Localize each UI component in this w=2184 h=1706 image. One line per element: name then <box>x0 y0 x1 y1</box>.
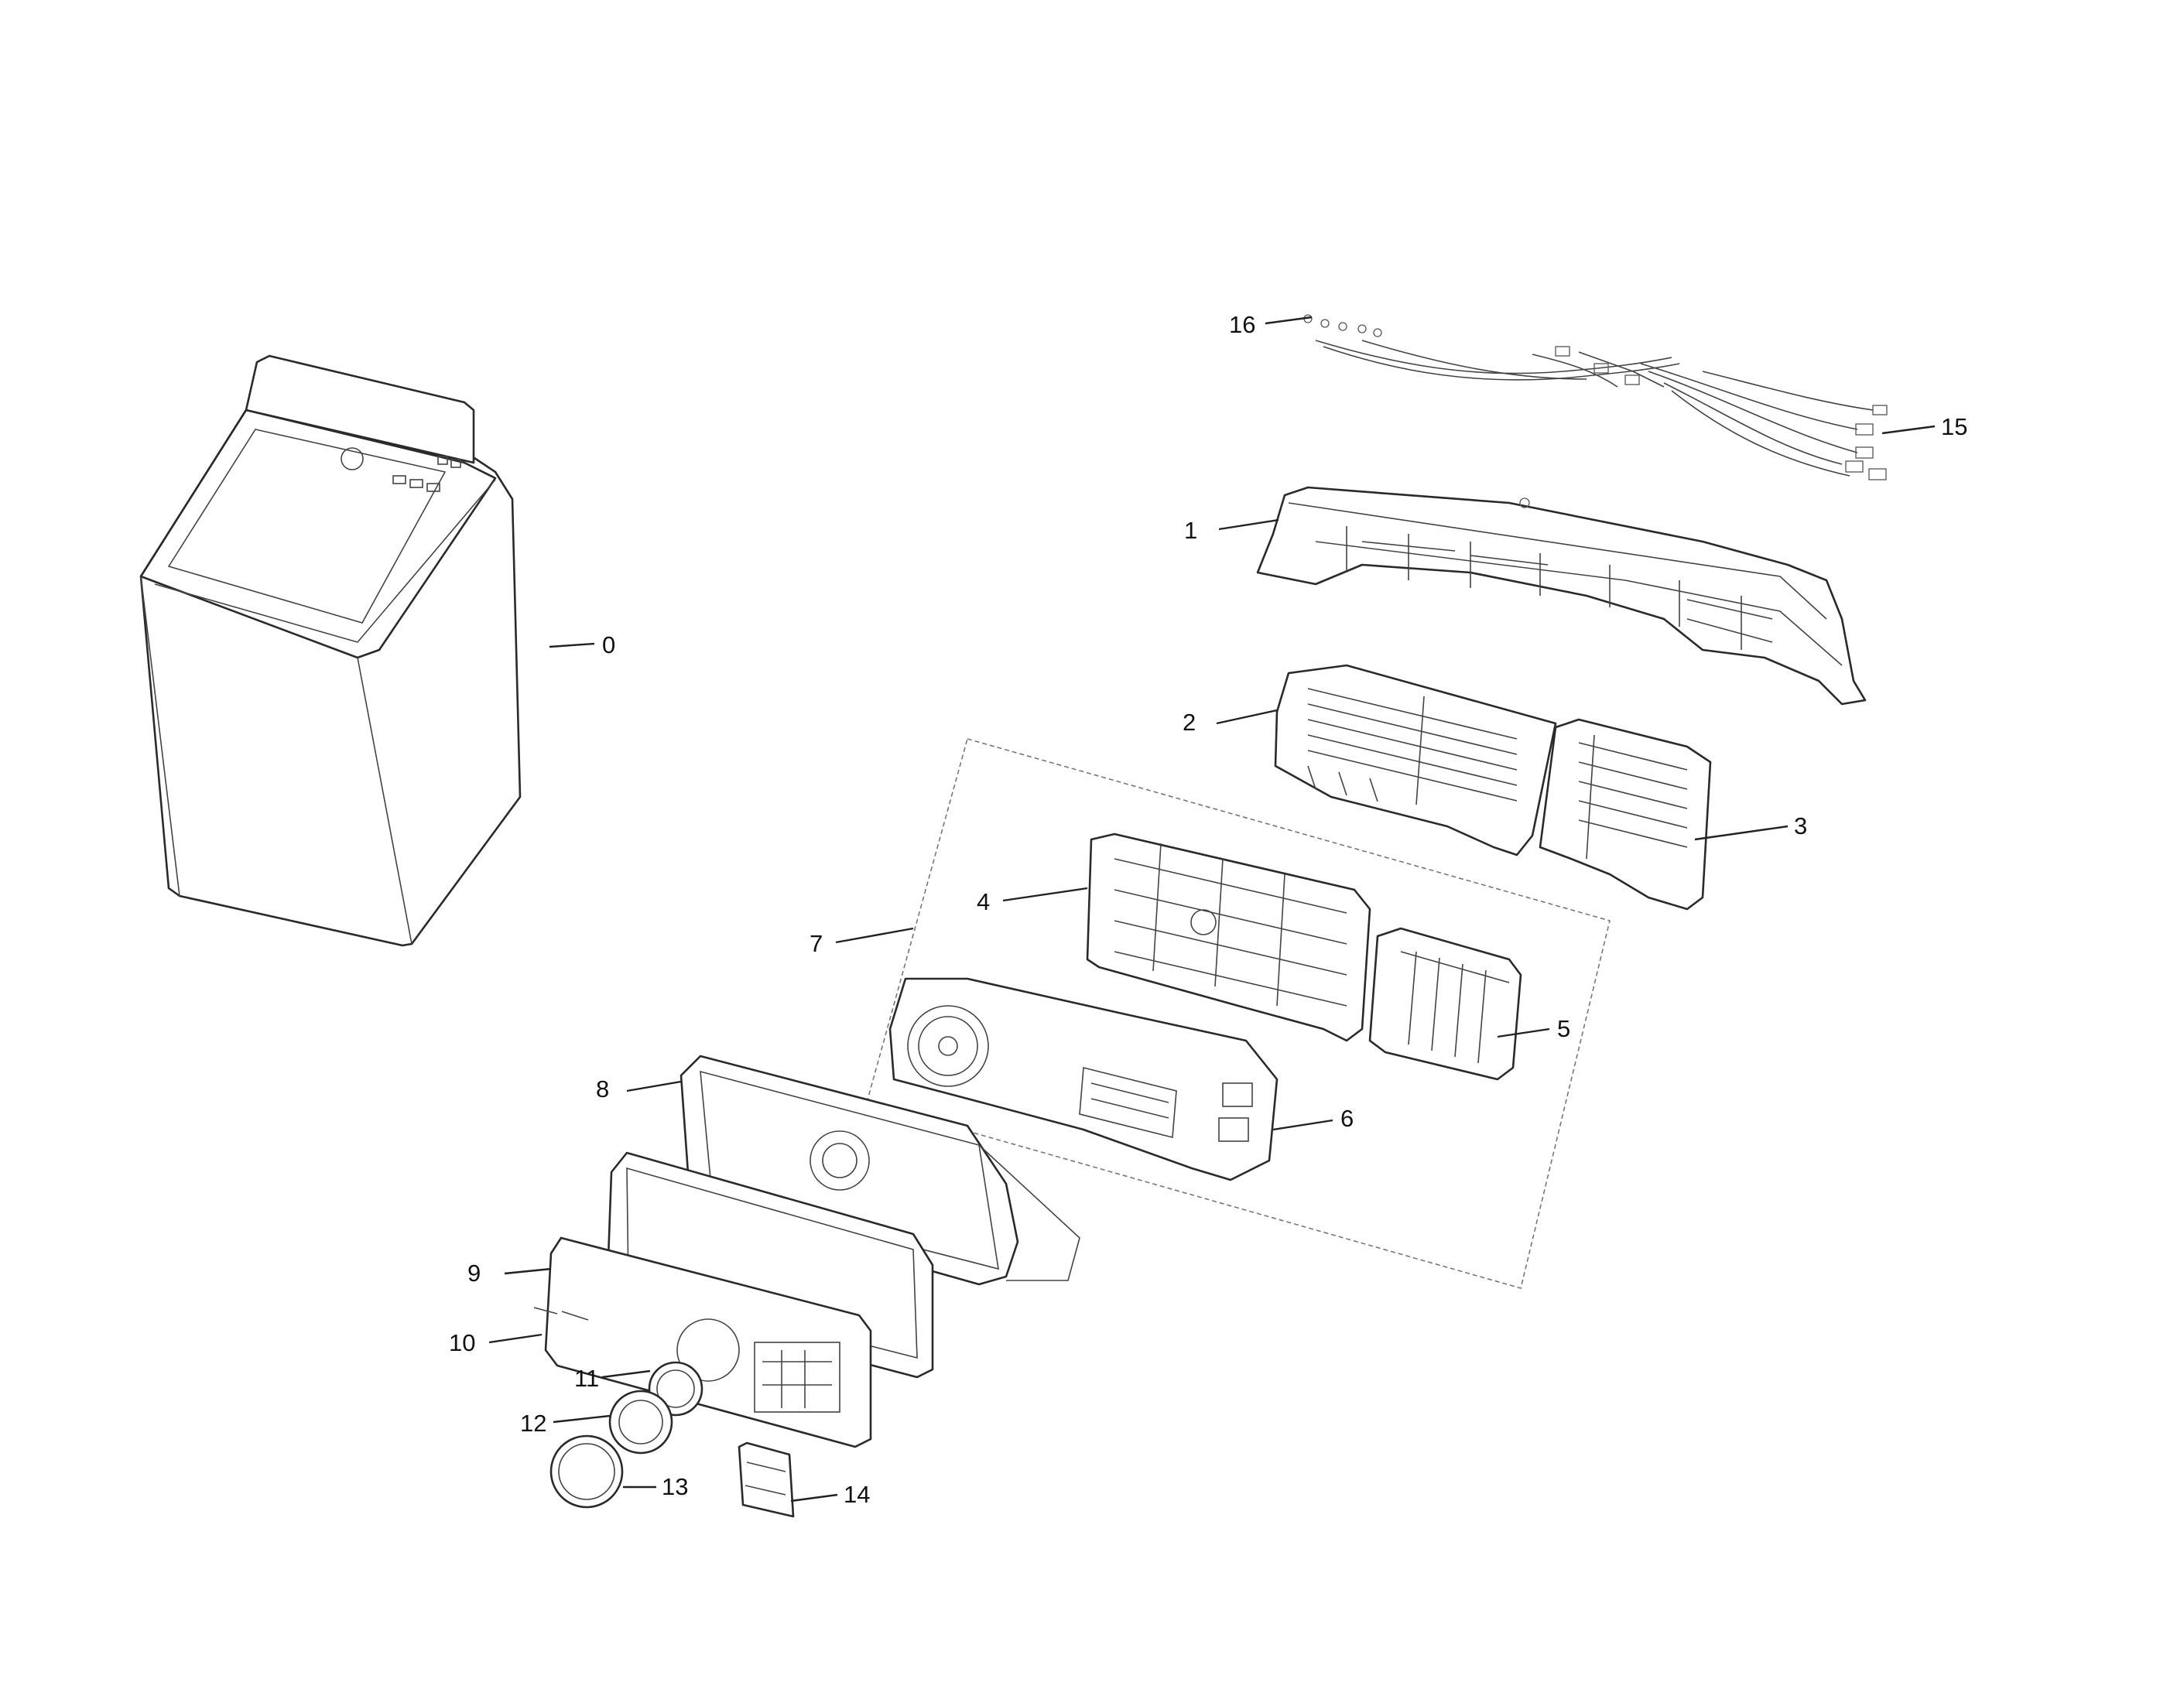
callout-5: 5 <box>1557 1015 1570 1042</box>
part-16-wire-harness <box>1303 314 1680 388</box>
part-2-pcb-cover <box>1274 664 1557 856</box>
callout-9: 9 <box>467 1260 481 1287</box>
callout-labels: 0 1 2 3 4 5 6 7 8 9 10 11 12 13 14 15 16 <box>449 311 1967 1508</box>
part-1-control-frame <box>1256 486 1867 706</box>
callout-12: 12 <box>520 1410 546 1437</box>
part-0-washer-cabinet <box>139 354 522 947</box>
callout-7: 7 <box>810 930 823 957</box>
part-5-sub-pcb <box>1368 927 1522 1081</box>
callout-0: 0 <box>602 631 615 658</box>
callout-4: 4 <box>977 888 990 915</box>
part-4-main-pcb <box>1086 832 1371 1042</box>
leader-lines <box>488 316 1936 1503</box>
part-3-pcb-cover <box>1539 718 1712 911</box>
part-14-bracket <box>738 1441 795 1518</box>
callout-6: 6 <box>1340 1105 1354 1132</box>
part-7-pcb-assembly-boundary <box>866 738 1611 1289</box>
callout-14: 14 <box>844 1481 870 1508</box>
part-13-knob <box>549 1434 624 1509</box>
callout-13: 13 <box>662 1473 688 1500</box>
callout-11: 11 <box>574 1365 599 1392</box>
callout-2: 2 <box>1183 709 1196 736</box>
callout-3: 3 <box>1794 812 1807 839</box>
callout-15: 15 <box>1941 413 1967 440</box>
callout-10: 10 <box>449 1329 475 1356</box>
part-15-harness-connectors <box>1640 363 1888 480</box>
part-12-knob-skirt <box>608 1390 673 1455</box>
part-10-overlay-panel <box>533 1236 872 1448</box>
callout-1: 1 <box>1184 517 1197 544</box>
callout-16: 16 <box>1229 311 1255 338</box>
part-6-pcb-housing <box>888 977 1279 1181</box>
callout-8: 8 <box>596 1075 609 1103</box>
